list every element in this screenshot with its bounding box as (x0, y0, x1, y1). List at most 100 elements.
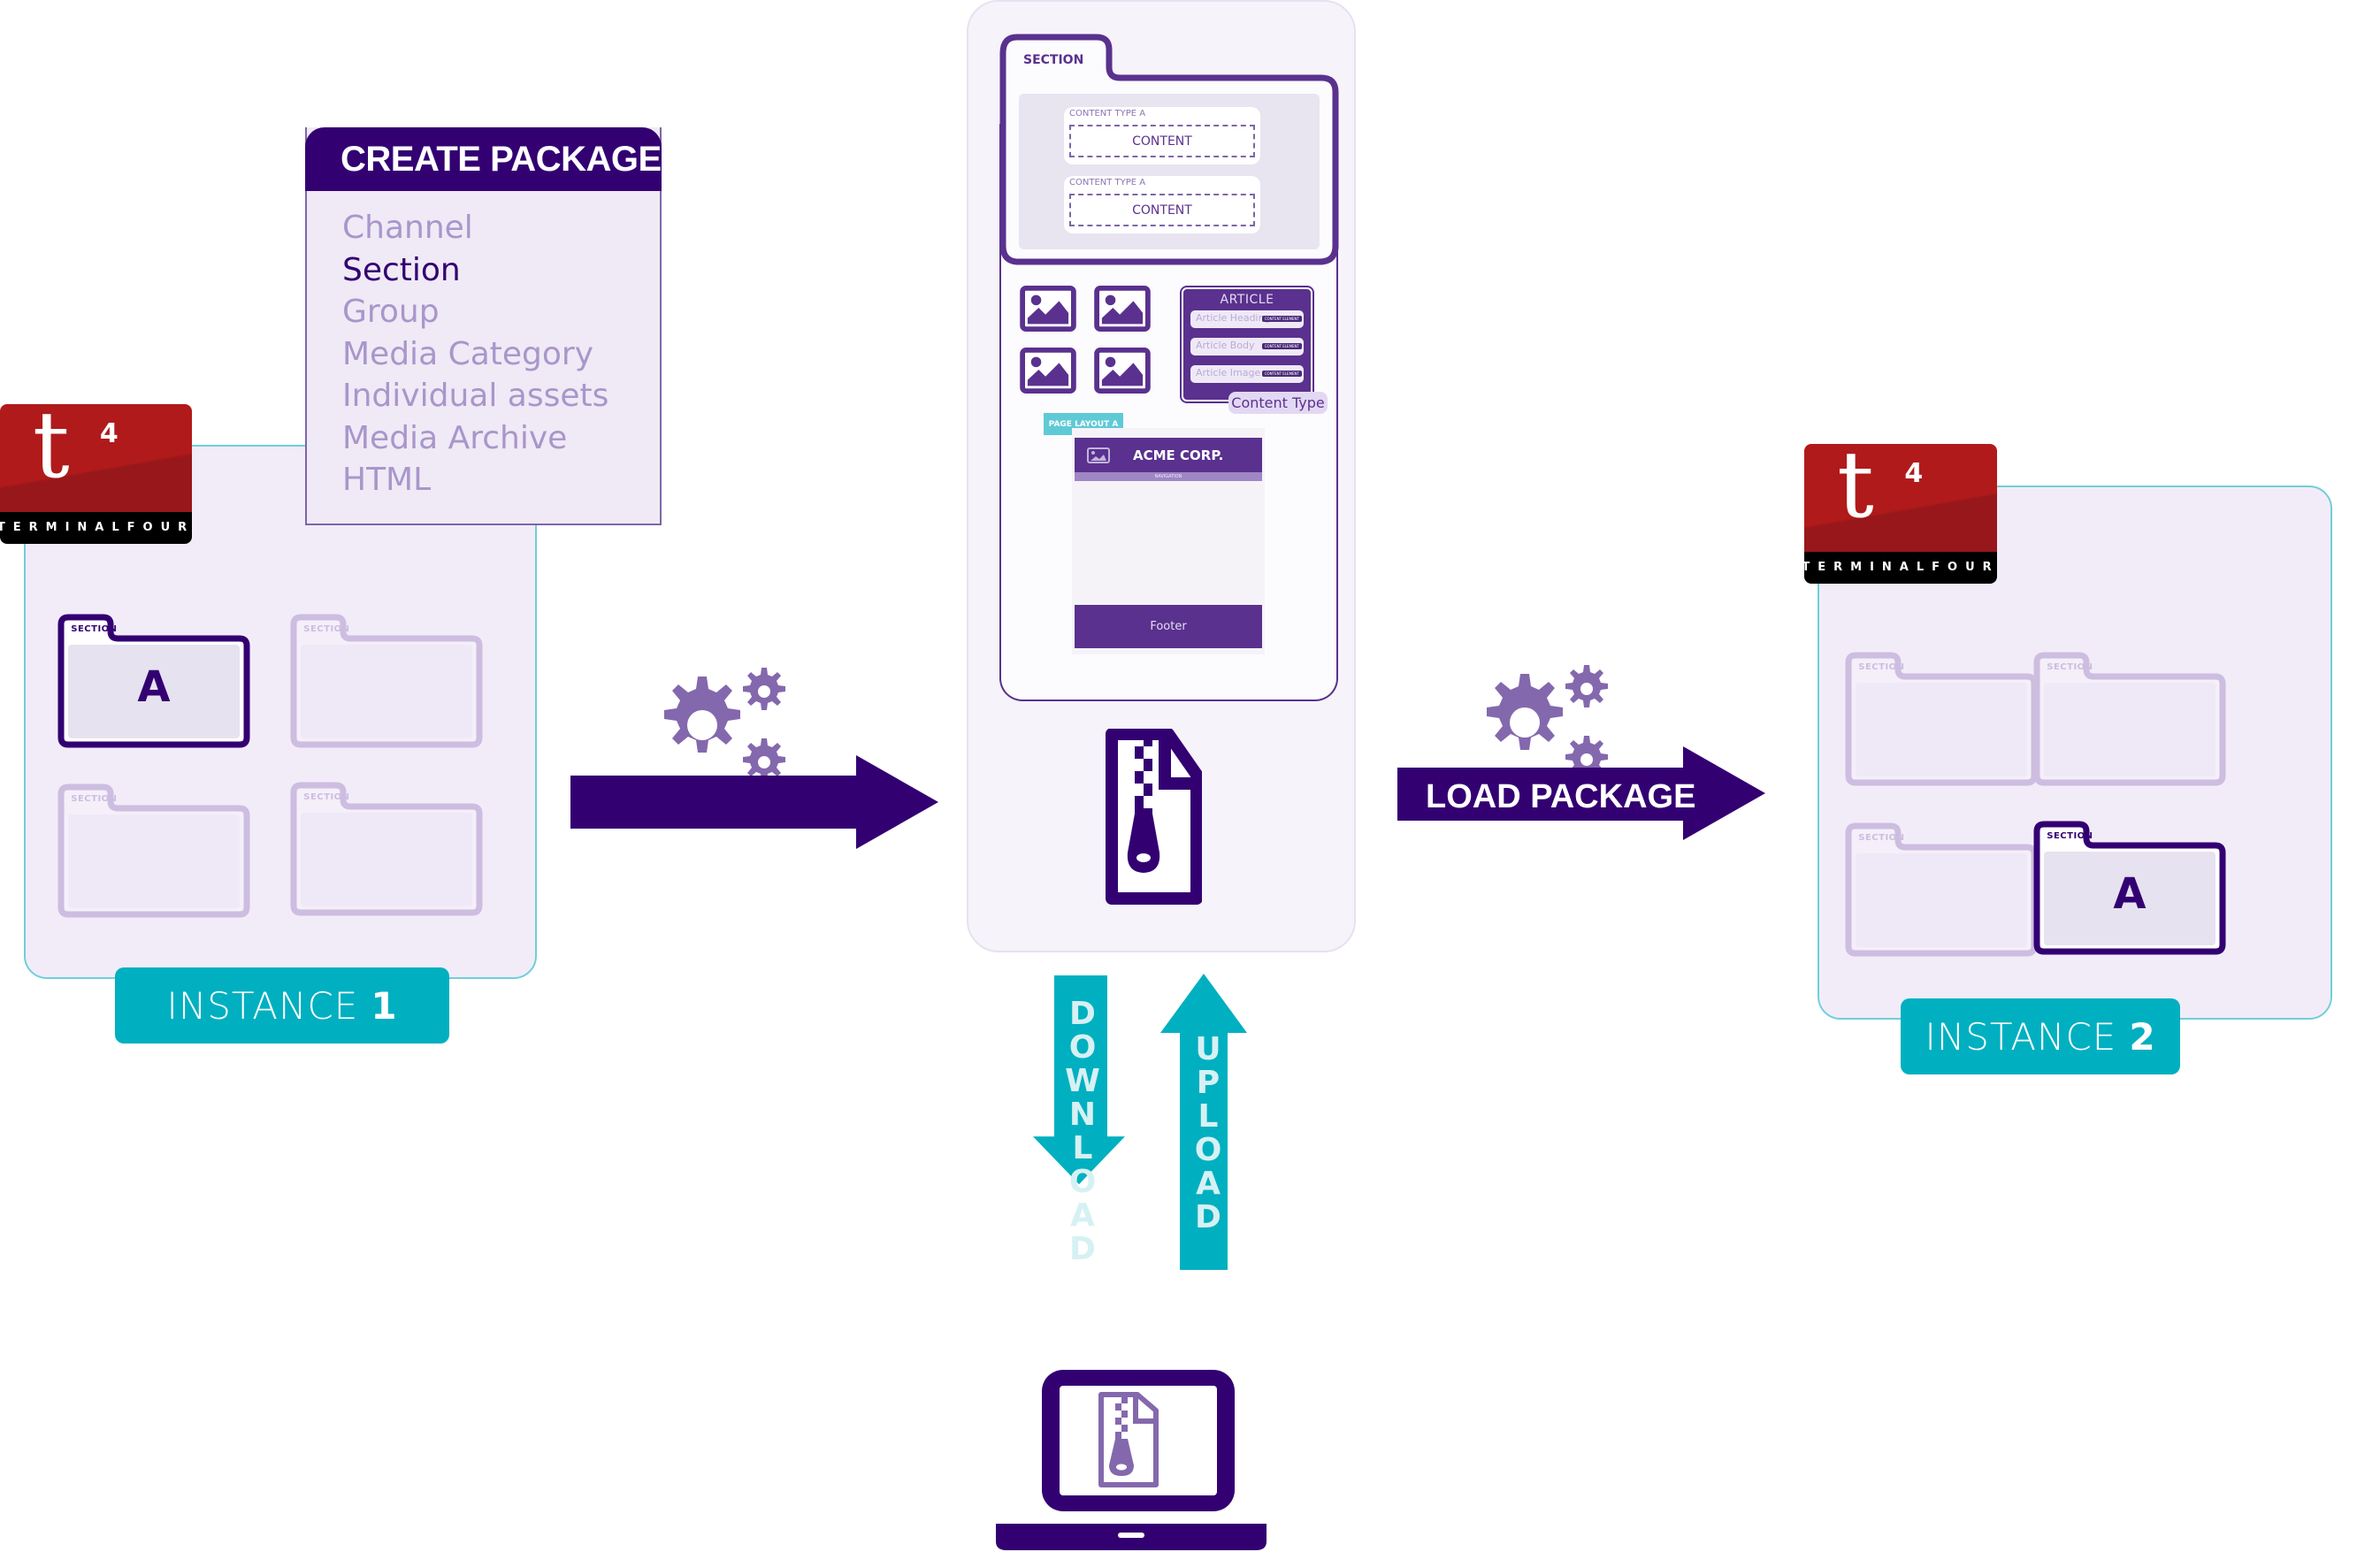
letter: L (1072, 1130, 1093, 1166)
page-layout-preview[interactable]: ACME CORP. NAVIGATION Footer (1072, 428, 1265, 654)
folder-tab-label: SECTION (71, 624, 118, 635)
folder-section[interactable]: SECTION (1845, 822, 2038, 957)
folder-section[interactable]: SECTION (290, 782, 483, 916)
content-placeholder: CONTENT (1069, 125, 1255, 157)
upload-arrow (1160, 974, 1247, 1270)
folder-tab-label: SECTION (2047, 831, 2093, 842)
page-footer: Footer (1075, 605, 1262, 648)
content-type-label: CONTENT TYPE A (1069, 178, 1146, 187)
article-element-row: Article Image CONTENT ELEMENT (1190, 365, 1304, 383)
option-html[interactable]: HTML (342, 462, 432, 498)
folder-outline (290, 782, 483, 916)
letter: P (1196, 1065, 1221, 1101)
letter: A (1070, 1197, 1095, 1234)
content-card[interactable]: CONTENT TYPE A CONTENT (1064, 176, 1260, 233)
element-tag: CONTENT ELEMENT (1261, 343, 1302, 349)
create-package-menu: CREATE PACKAGE Channel Section Group Med… (305, 127, 662, 525)
logo-red-panel (1804, 444, 1997, 552)
create-arrow (570, 755, 938, 849)
element-label: Article Heading (1196, 312, 1271, 324)
folder-section[interactable]: SECTION (57, 784, 250, 918)
option-section[interactable]: Section (342, 251, 461, 288)
option-channel[interactable]: Channel (342, 210, 473, 246)
instance-label-prefix: INSTANCE (1925, 1014, 2117, 1059)
letter: O (1068, 1164, 1097, 1200)
folder-section-a[interactable]: SECTION A (2033, 821, 2226, 955)
letter: U (1195, 1031, 1221, 1067)
folder-letter: A (2113, 868, 2147, 919)
image-icon (1020, 348, 1076, 394)
folder-outline (290, 614, 483, 748)
page-navigation: NAVIGATION (1075, 472, 1262, 481)
instance-label-number: 1 (371, 983, 398, 1028)
image-icon (1094, 348, 1151, 394)
gears-icon (664, 668, 785, 781)
load-package-arrow (1397, 746, 1765, 840)
element-label: Article Image (1196, 367, 1261, 378)
logo-superscript: 4 (99, 417, 119, 449)
element-tag: CONTENT ELEMENT (1261, 316, 1302, 322)
logo-red-panel (0, 404, 192, 512)
folder-section[interactable]: SECTION (2033, 652, 2226, 786)
content-card[interactable]: CONTENT TYPE A CONTENT (1064, 107, 1260, 164)
zip-file-icon (1106, 729, 1202, 905)
folder-outline (57, 784, 250, 918)
folder-tab-label: SECTION (71, 794, 118, 805)
folder-tab-label: SECTION (303, 792, 350, 803)
instance-label-prefix: INSTANCE (166, 983, 359, 1028)
letter: D (1195, 1199, 1221, 1235)
download-arrow (1033, 975, 1125, 1184)
article-title: ARTICLE (1220, 293, 1274, 307)
letter: O (1194, 1132, 1222, 1168)
page-header: ACME CORP. (1075, 438, 1262, 472)
instance-2-label: INSTANCE 2 (1901, 998, 2180, 1074)
letter: D (1069, 996, 1096, 1032)
create-package-options: Channel Section Group Media Category Ind… (307, 191, 660, 501)
folder-section[interactable]: SECTION (290, 614, 483, 748)
page-brand: ACME CORP. (1133, 447, 1224, 463)
option-group[interactable]: Group (342, 294, 440, 330)
section-tab-label: SECTION (1023, 53, 1084, 67)
letter: W (1065, 1063, 1100, 1099)
terminalfour-logo: t 4 TERMINALFOUR (1804, 444, 1997, 584)
logo-wordmark: TERMINALFOUR (0, 511, 192, 544)
option-media-archive[interactable]: Media Archive (342, 419, 568, 456)
content-type-badge: Content Type (1228, 392, 1328, 414)
folder-section[interactable]: SECTION (1845, 652, 2038, 786)
folder-outline (2033, 652, 2226, 786)
letter: O (1068, 1029, 1097, 1066)
content-placeholder: CONTENT (1069, 194, 1255, 226)
logo-mark: t (32, 404, 70, 499)
zip-file-icon (1098, 1392, 1159, 1487)
article-content-type[interactable]: ARTICLE Article Heading CONTENT ELEMENT … (1180, 286, 1314, 403)
image-icon (1094, 286, 1151, 332)
logo-image-icon (1087, 447, 1110, 463)
create-package-title: CREATE PACKAGE (305, 127, 662, 191)
option-individual-assets[interactable]: Individual assets (342, 378, 609, 414)
folder-tab-label: SECTION (2047, 662, 2093, 673)
load-package-label: LOAD PACKAGE (1426, 778, 1696, 815)
letter: A (1196, 1166, 1221, 1202)
folder-tab-label: SECTION (303, 624, 350, 635)
instance-1-label: INSTANCE 1 (115, 967, 449, 1044)
folder-tab-label: SECTION (1858, 662, 1905, 673)
folder-tab-label: SECTION (1858, 833, 1905, 844)
laptop-icon (996, 1370, 1267, 1550)
letter: D (1069, 1231, 1096, 1267)
folder-outline (2033, 821, 2226, 955)
content-type-label: CONTENT TYPE A (1069, 109, 1146, 119)
gears-icon (1487, 665, 1608, 778)
instance-label-number: 2 (2129, 1014, 2156, 1059)
image-icon (1020, 286, 1076, 332)
element-tag: CONTENT ELEMENT (1261, 371, 1302, 377)
logo-wordmark: TERMINALFOUR (1804, 551, 1997, 584)
article-element-row: Article Heading CONTENT ELEMENT (1190, 310, 1304, 328)
terminalfour-logo: t 4 TERMINALFOUR (0, 404, 192, 544)
logo-mark: t (1837, 444, 1874, 539)
element-label: Article Body (1196, 340, 1255, 351)
article-element-row: Article Body CONTENT ELEMENT (1190, 338, 1304, 356)
option-media-category[interactable]: Media Category (342, 335, 594, 372)
